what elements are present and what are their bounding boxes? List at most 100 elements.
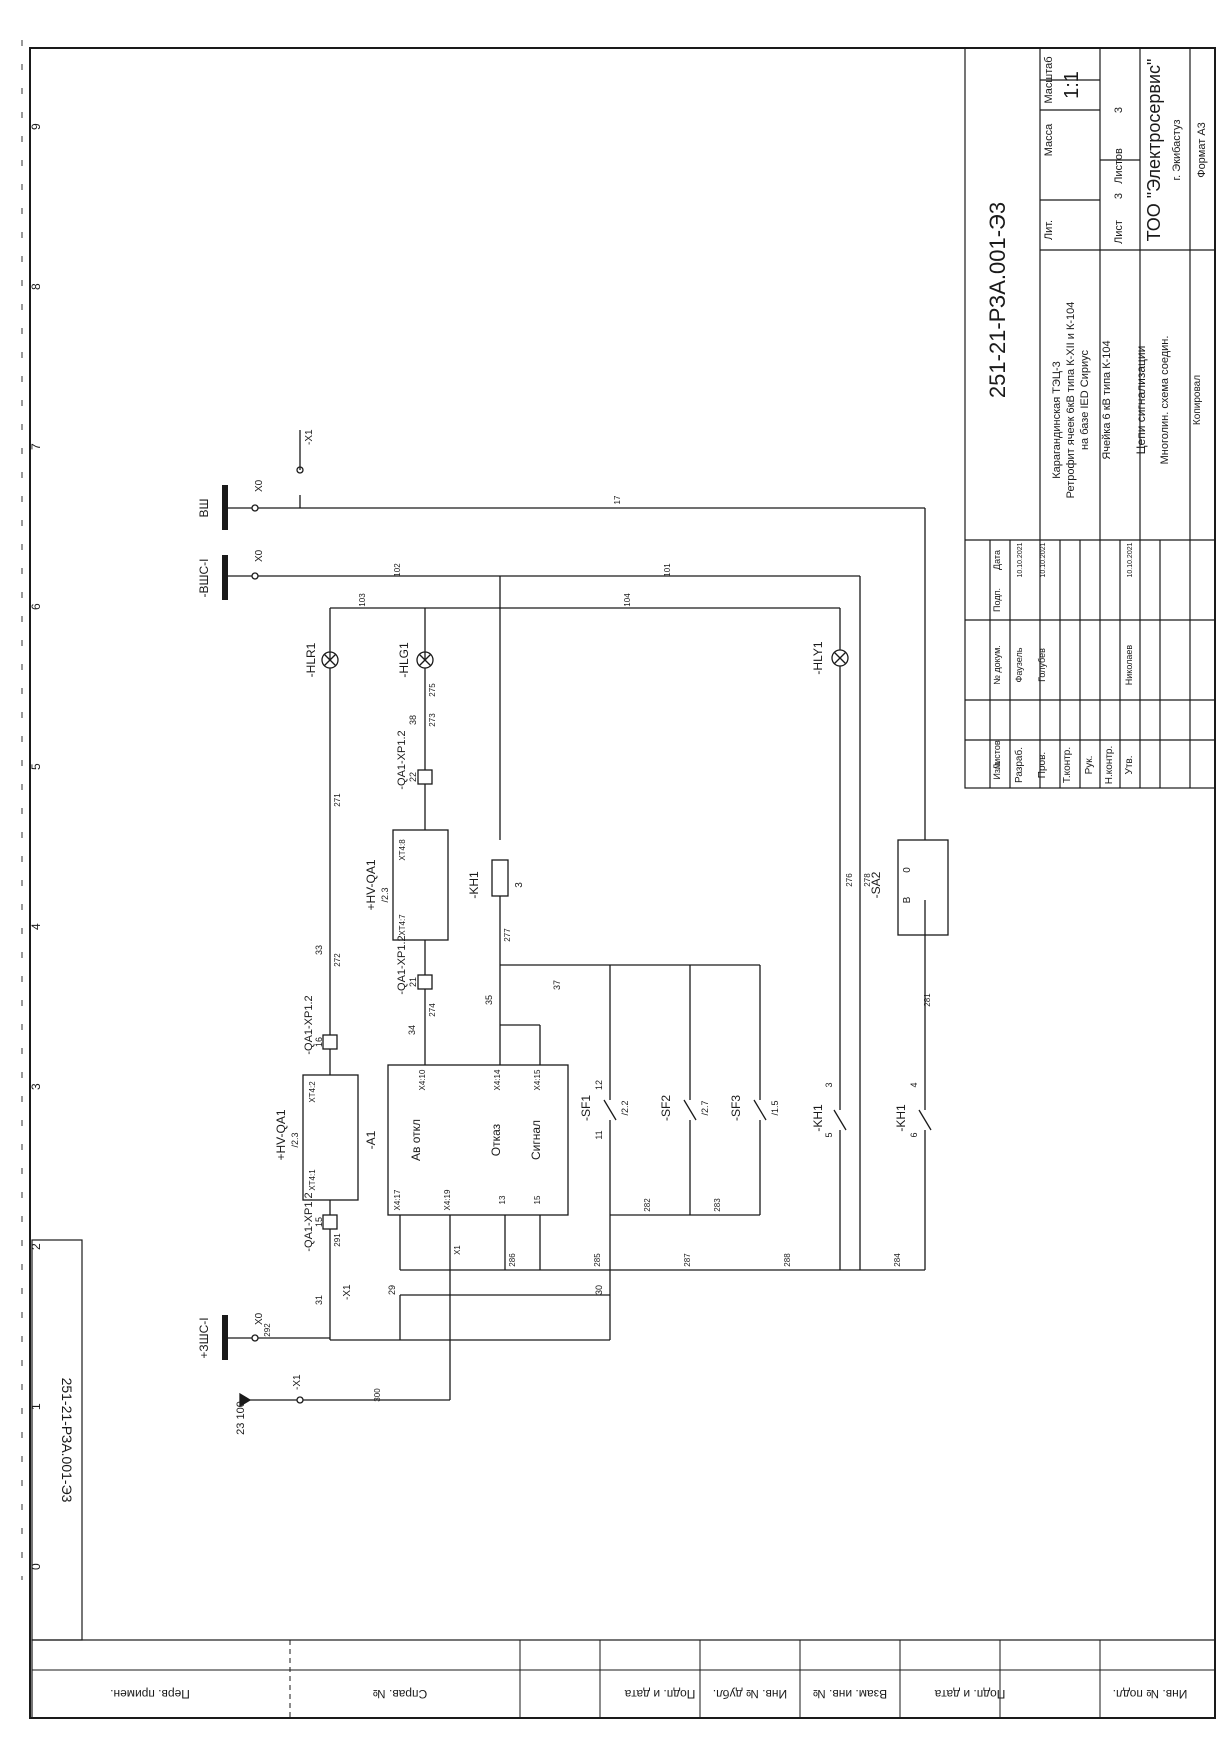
sf3-contact [753, 1099, 767, 1121]
node-21: 21 [408, 977, 418, 987]
sf1-ref: /2.2 [620, 1100, 630, 1115]
kh1-coil [491, 859, 509, 897]
x1-bot-label: -X1 [292, 1374, 303, 1390]
node-35: 35 [484, 995, 494, 1005]
kh1-coil-ref: 3 [514, 882, 525, 888]
qa1-xp-22-label: -QA1-XP1.2 [396, 730, 408, 789]
name-utv: Николаев [1124, 645, 1134, 686]
node-5: 5 [824, 1132, 834, 1137]
zone-7: 7 [29, 443, 43, 450]
rev-header-dokum: № докум. [992, 645, 1002, 685]
x0-mid-label: X0 [254, 549, 265, 562]
perv-primen-label: Перв. примен. [110, 1687, 190, 1701]
hlr1-label: -HLR1 [304, 642, 318, 677]
cell-type: Ячейка 6 кВ типа К-104 [1101, 340, 1113, 459]
a1-ab-otkl: Ав откл [409, 1119, 423, 1161]
wire-286: 286 [508, 1253, 517, 1267]
role-utv: Утв. [1124, 755, 1135, 774]
hlg1-label: -HLG1 [397, 642, 411, 678]
kh1-contact-a-label: -KH1 [811, 1104, 825, 1132]
sa2-pos-0: 0 [902, 867, 913, 873]
project-name: Карагандинская ТЭЦ-3 [1051, 361, 1063, 479]
description-line2: на базе IED Сириус [1079, 350, 1091, 451]
node-6: 6 [909, 1132, 919, 1137]
node-29: 29 [387, 1285, 397, 1295]
wire-104: 104 [623, 593, 632, 607]
bus-zshs-label: +ЗШС-I [197, 1317, 211, 1358]
x4-10: X4:10 [418, 1069, 427, 1090]
role-prov: Пров. [1037, 752, 1048, 778]
xt-hv2: XT4:7 [398, 914, 407, 936]
sa2-label: -SA2 [869, 871, 883, 898]
hly1-lamp [831, 649, 849, 667]
qa1-xp-22-connector [417, 769, 433, 785]
x0-bot-label: X0 [254, 1312, 265, 1325]
x1-left-label: -X1 [342, 1284, 353, 1300]
wire-300: 300 [373, 1388, 382, 1402]
bottom-stamp-box [31, 1639, 1216, 1719]
sf2-contact [683, 1099, 697, 1121]
left-doc-number: 251-21-РЗА.001-Э3 [59, 1378, 75, 1503]
description-line1: Ретрофит ячеек 6кВ типа К-XII и К-104 [1065, 302, 1077, 499]
wire-101: 101 [663, 563, 672, 577]
sheets-label: Листов [1113, 148, 1125, 184]
sprav-label: Справ. № [373, 1687, 428, 1701]
mass-label: Масса [1043, 123, 1055, 156]
wire-17: 17 [613, 495, 622, 504]
sf1-label: -SF1 [579, 1095, 593, 1121]
zone-labels: 0 1 2 3 4 5 6 7 8 9 [29, 123, 43, 1570]
node-12-sf1: 12 [594, 1080, 604, 1090]
scale-label: Масштаб [1043, 56, 1055, 103]
wire-292: 292 [263, 1323, 272, 1337]
zone-4: 4 [29, 923, 43, 930]
sheet-title-1: Цепи сигнализации [1134, 346, 1148, 455]
wire-284: 284 [893, 1253, 902, 1267]
node-38: 38 [408, 715, 418, 725]
schematic-labels: ВШ -ВШС-I +ЗШС-I 23 100 X0 X0 X0 -X1 -X1… [197, 429, 932, 1435]
sa2-pos-b: В [902, 896, 913, 903]
sheet-value: 3 [1113, 193, 1125, 199]
qa1-xp-15-connector [322, 1214, 338, 1230]
wire-273: 273 [428, 713, 437, 727]
name-prov: Голубев [1037, 648, 1047, 682]
node-11-sf1: 11 [594, 1130, 604, 1139]
format-label: Формат А3 [1196, 122, 1208, 178]
zone-5: 5 [29, 763, 43, 770]
date-prov: 10.10.2021 [1040, 542, 1047, 577]
a1-label: -A1 [364, 1130, 378, 1149]
vzam-inv: Взам. инв. № [813, 1687, 887, 1701]
qa1-xp-15-label: -QA1-XP1.2 [303, 1192, 315, 1251]
x4-15: X4:15 [533, 1069, 542, 1090]
x0-top-label: X0 [254, 479, 265, 492]
bottom-stamp [32, 1640, 1215, 1718]
qa1-xp-16-connector [322, 1034, 338, 1050]
node-4: 4 [909, 1082, 919, 1087]
scale-value: 1:1 [1061, 71, 1083, 99]
wire-288: 288 [783, 1253, 792, 1267]
wire-275: 275 [428, 683, 437, 697]
bus-vshs-label: -ВШС-I [197, 559, 211, 598]
sa2-switch [897, 839, 949, 936]
copied-label: Копировал [1192, 375, 1203, 425]
x4-19: X4:19 [443, 1189, 452, 1210]
wire-276: 276 [845, 873, 854, 887]
kh1-contact-a [833, 1109, 847, 1131]
wire-x1: X1 [453, 1245, 462, 1255]
qa1-xp-21-connector [417, 974, 433, 990]
bottom-stamp-labels: Перв. примен. Справ. № Подп. и дата Инв.… [110, 1687, 1187, 1701]
schematic [222, 430, 949, 1408]
a1-block [387, 1064, 569, 1216]
sf3-label: -SF3 [729, 1095, 743, 1121]
zone-2: 2 [29, 1243, 43, 1250]
qa1-xp-21-label: -QA1-XP1.2 [396, 935, 408, 994]
hv-qa1-left-ref: /2.3 [290, 1132, 300, 1147]
kh1-contact-b [918, 1109, 932, 1131]
role-razrab: Разраб. [1013, 747, 1025, 783]
zone-3: 3 [29, 1083, 43, 1090]
wire-274: 274 [428, 1003, 437, 1017]
name-razrab: Фаузель [1014, 647, 1024, 682]
source-arrow [239, 1392, 252, 1408]
inv-dubl: Инв. № дубл. [713, 1687, 787, 1701]
drawing-number: 251-21-РЗА.001-Э3 [985, 202, 1010, 398]
